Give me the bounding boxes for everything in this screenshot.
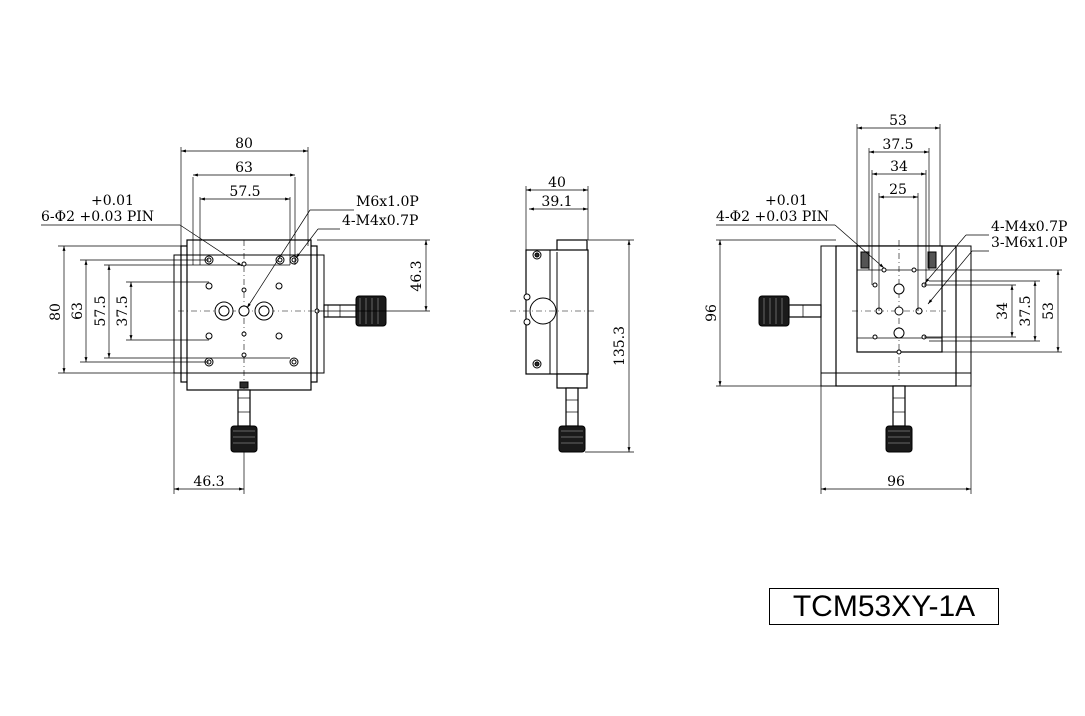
dim-top-width-34: 34: [890, 159, 908, 175]
dim-top-height-34: 34: [995, 302, 1011, 320]
dim-top-height-96: 96: [704, 304, 720, 322]
dim-front-height-63: 63: [70, 302, 86, 320]
dim-front-offset-46-3-bottom: 46.3: [193, 474, 224, 490]
dim-top-height-37-5: 37.5: [1018, 295, 1034, 326]
top-pin-tolerance-label: +0.01: [765, 193, 808, 209]
thread-m6-label: M6x1.0P: [356, 194, 419, 210]
model-number-title-block: TCM53XY-1A: [769, 588, 999, 625]
side-knob-face: [529, 297, 557, 325]
dim-front-width-63: 63: [235, 160, 253, 176]
dim-top-width-37-5: 37.5: [882, 137, 913, 153]
dim-side-width-39-1: 39.1: [541, 194, 572, 210]
pin-spec-label: 6-Φ2 +0.03 PIN: [41, 209, 154, 225]
dim-top-width-96: 96: [887, 474, 905, 490]
dim-top-height-53: 53: [1041, 302, 1057, 320]
top-left-micrometer-knob: [758, 295, 822, 327]
dim-side-width-40: 40: [548, 175, 566, 191]
dim-top-width-25: 25: [889, 182, 907, 198]
top-thread-m6-label: 3-M6x1.0P: [991, 235, 1067, 251]
dim-front-offset-46-3-side: 46.3: [409, 260, 425, 291]
center-hole: [238, 305, 250, 317]
top-thread-m4-label: 4-M4x0.7P: [991, 219, 1067, 235]
top-pin-spec-label: 4-Φ2 +0.03 PIN: [716, 209, 829, 225]
dim-front-width-80: 80: [235, 136, 253, 152]
dim-front-width-57-5: 57.5: [229, 184, 260, 200]
top-view: 53 37.5 34 25 34 37.5 53 96: [704, 113, 1067, 494]
thread-m4-label: 4-M4x0.7P: [342, 213, 418, 229]
dim-front-height-80: 80: [48, 303, 64, 321]
side-micrometer-knob: [558, 387, 586, 453]
dim-side-height-135-3: 135.3: [612, 326, 628, 366]
dim-top-width-53: 53: [889, 113, 907, 129]
dim-front-height-37-5: 37.5: [115, 295, 131, 326]
front-view: 80 63 57.5 80 63 57.5 37.5 46.: [41, 136, 430, 494]
pin-tolerance-label: +0.01: [91, 193, 134, 209]
top-bottom-micrometer-knob: [885, 385, 913, 453]
bottom-micrometer-knob: [230, 381, 258, 453]
side-view: 40 39.1 135.3: [510, 175, 634, 453]
dim-front-height-57-5: 57.5: [93, 295, 109, 326]
